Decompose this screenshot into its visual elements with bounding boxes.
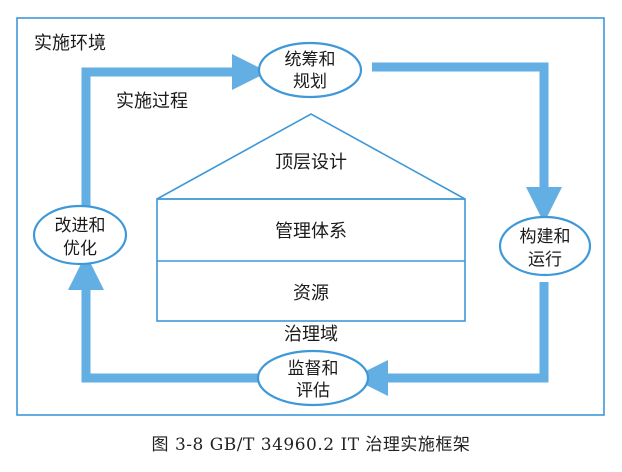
node-monitor <box>256 349 370 407</box>
house-bottom-label: 资源 <box>293 283 329 304</box>
node-plan-line2: 规划 <box>293 72 327 92</box>
node-improve-line2: 优化 <box>63 239 97 259</box>
node-build-line2: 运行 <box>528 250 562 270</box>
environment-label: 实施环境 <box>34 33 106 54</box>
node-build-line1: 构建和 <box>520 227 571 247</box>
node-monitor-line2: 评估 <box>296 381 330 401</box>
node-plan-line1: 统筹和 <box>285 50 336 70</box>
arrow-improve-to-plan <box>81 54 268 213</box>
arrow-plan-to-build <box>372 62 562 223</box>
it-governance-framework-diagram: 实施环境 实施过程 治理域 顶层设计 管理体系 资源 统筹和 规划 构建和 运行… <box>16 17 605 416</box>
arrow-monitor-to-improve <box>68 254 258 383</box>
environment-frame <box>16 17 605 416</box>
node-monitor-line1: 监督和 <box>288 359 339 379</box>
arrow-build-to-monitor <box>352 282 549 396</box>
figure-caption: 图 3-8 GB/T 34960.2 IT 治理实施框架 <box>151 435 471 455</box>
house-middle-label: 管理体系 <box>275 221 347 242</box>
node-build <box>498 215 592 277</box>
node-improve-line1: 改进和 <box>55 216 106 236</box>
domain-label: 治理域 <box>284 324 338 345</box>
house-roof-label: 顶层设计 <box>275 152 347 173</box>
node-plan <box>257 41 363 99</box>
process-label: 实施过程 <box>116 91 188 112</box>
node-improve <box>32 204 128 266</box>
house-body <box>156 198 466 322</box>
